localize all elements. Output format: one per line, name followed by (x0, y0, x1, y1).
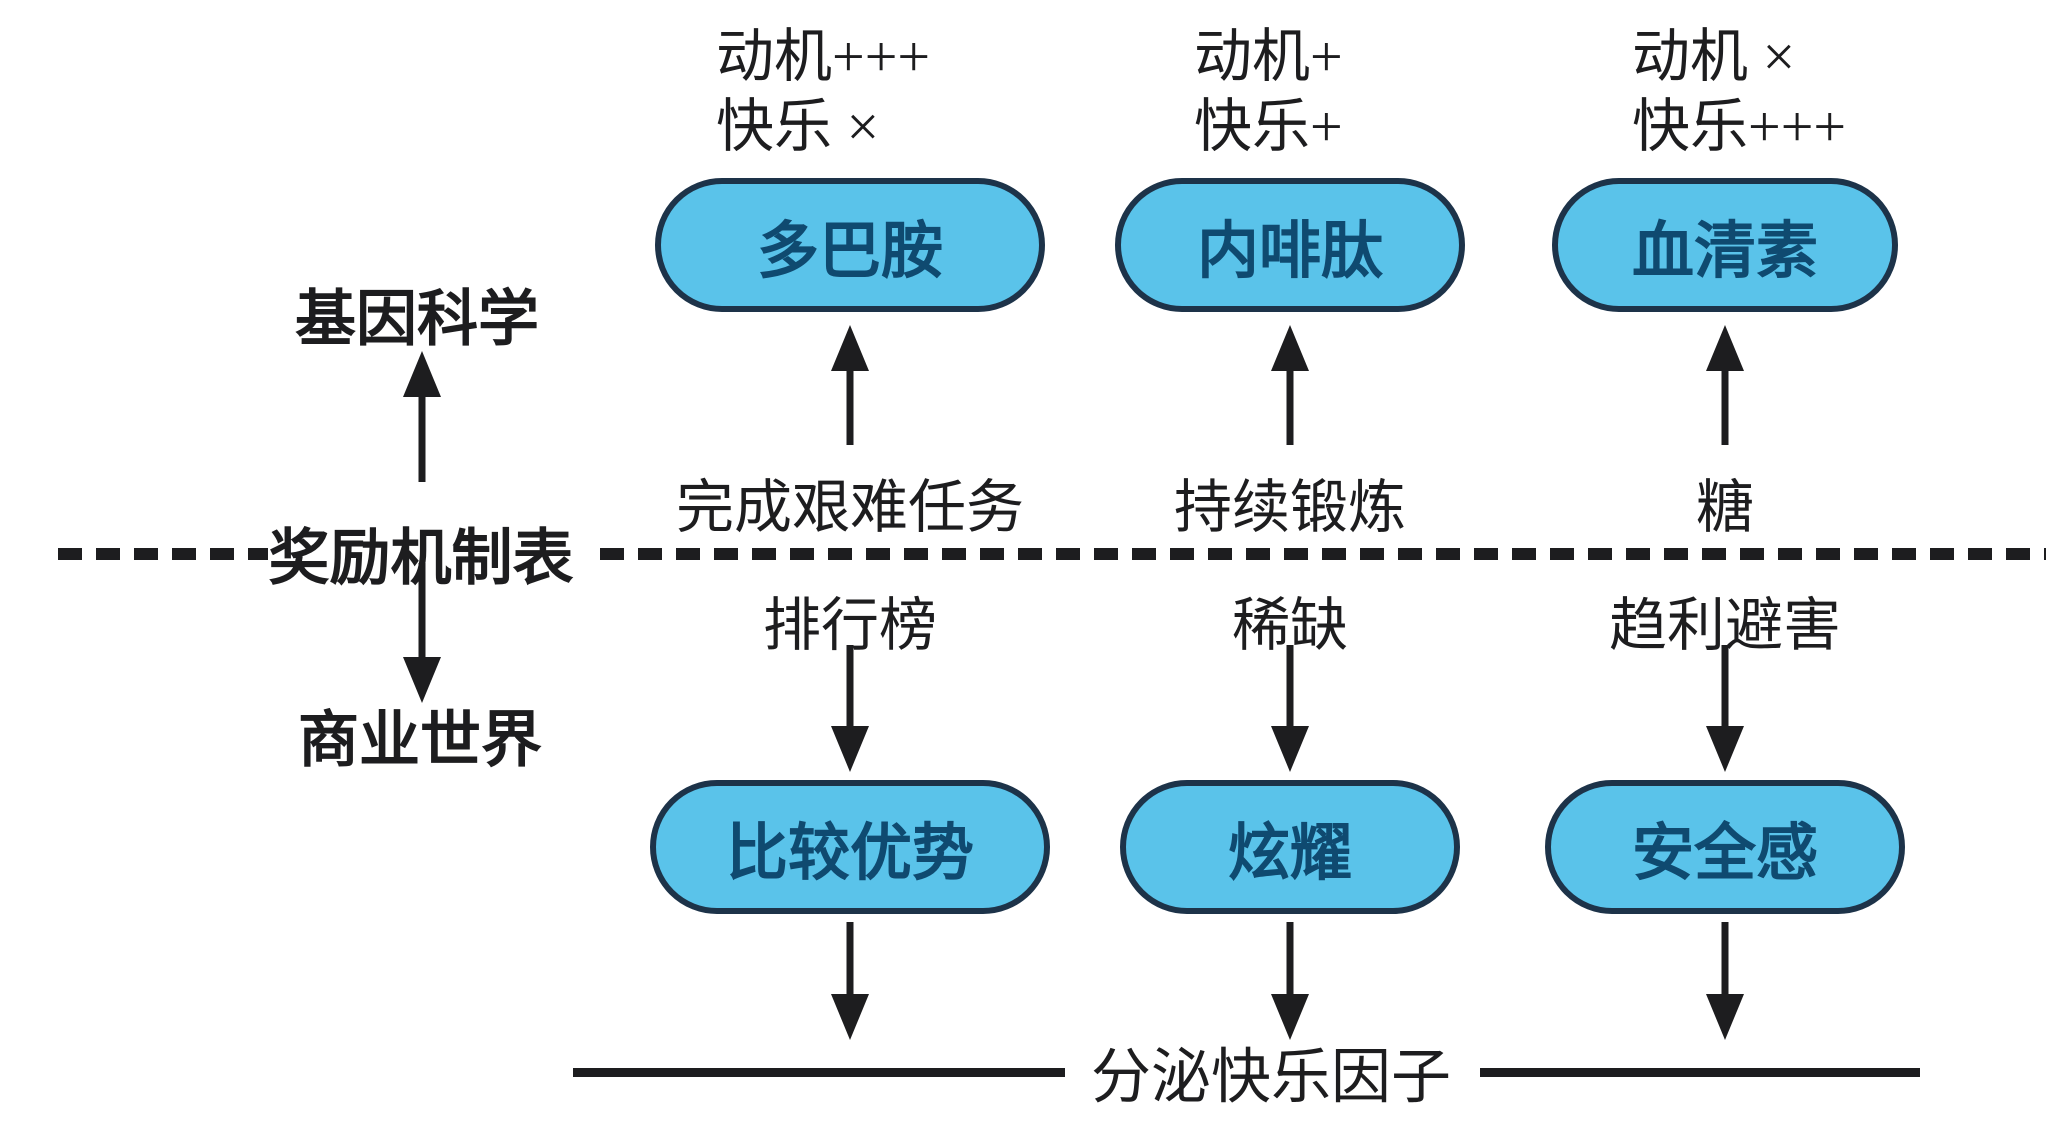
up-arrow-col2 (1270, 325, 1310, 445)
down-arrow-mid-col1 (830, 645, 870, 772)
annotation-col1-line2: 快乐 × (716, 94, 880, 159)
label-gene-science: 基因科学 (294, 286, 540, 354)
down-arrow-bottom-col1 (830, 922, 870, 1040)
down-arrow-left-rail (402, 563, 442, 703)
annotation-col3-line1: 动机 × (1632, 24, 1796, 89)
down-arrow-mid-col3 (1705, 645, 1745, 772)
label-business-world: 商业世界 (297, 707, 543, 775)
annotation-col3-line2: 快乐+++ (1632, 94, 1847, 159)
annotation-col1: 动机+++ 快乐 × (716, 22, 930, 162)
pill-sense-of-security: 安全感 (1545, 780, 1905, 914)
dashed-divider-left (58, 548, 268, 560)
stimulus-top-col2: 持续锻炼 (1173, 475, 1407, 540)
pill-dopamine: 多巴胺 (655, 178, 1045, 312)
pill-show-off: 炫耀 (1120, 780, 1460, 914)
pill-serotonin: 血清素 (1552, 178, 1898, 312)
bottom-line-right (1480, 1068, 1920, 1077)
pill-endorphin: 内啡肽 (1115, 178, 1465, 312)
annotation-col2: 动机+ 快乐+ (1194, 22, 1343, 162)
down-arrow-bottom-col2 (1270, 922, 1310, 1040)
up-arrow-left-rail (402, 351, 442, 482)
down-arrow-bottom-col3 (1705, 922, 1745, 1040)
down-arrow-mid-col2 (1270, 645, 1310, 772)
pill-comparative-advantage: 比较优势 (650, 780, 1050, 914)
bottom-line-left (573, 1068, 1065, 1077)
annotation-col2-line1: 动机+ (1194, 24, 1343, 89)
label-secrete-happiness-factors: 分泌快乐因子 (1091, 1044, 1451, 1111)
annotation-col1-line1: 动机+++ (716, 24, 931, 89)
annotation-col2-line2: 快乐+ (1194, 94, 1343, 159)
stimulus-top-col3: 糖 (1695, 475, 1755, 540)
dashed-divider-right (600, 548, 2046, 560)
up-arrow-col1 (830, 325, 870, 445)
annotation-col3: 动机 × 快乐+++ (1632, 22, 1846, 162)
stimulus-top-col1: 完成艰难任务 (675, 475, 1025, 540)
up-arrow-col3 (1705, 325, 1745, 445)
